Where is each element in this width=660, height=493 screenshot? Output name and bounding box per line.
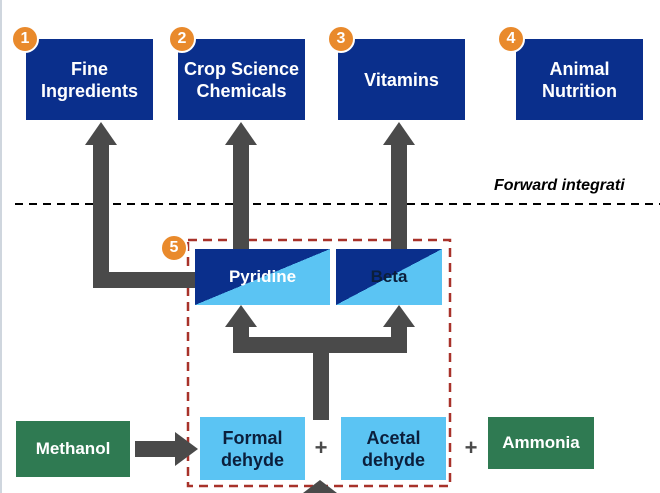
arrow-pyridine-to-fine-ingredients <box>85 122 197 288</box>
fine-ingredients-number-badge: 1 <box>11 25 39 53</box>
crop-science-number-badge: 2 <box>168 25 196 53</box>
vitamins-box: Vitamins <box>338 39 465 120</box>
arrow-beta-to-vitamins <box>383 122 415 249</box>
plus-operator-left: + <box>314 435 328 460</box>
vitamins-label: Vitamins <box>364 69 439 90</box>
forward-integration-label: Forward integrati <box>494 177 625 194</box>
fine-ingredients-box: Fine Ingredients <box>26 39 153 120</box>
pyridine-label: Pyridine <box>228 267 297 286</box>
arrow-pyridine-to-crop-science <box>225 122 257 249</box>
reactor-group-number-badge: 5 <box>160 234 188 262</box>
animal-nutrition-box: Animal Nutrition <box>516 39 643 120</box>
crop-science-label: Crop Science Chemicals <box>183 58 300 101</box>
ammonia-box: Ammonia <box>488 417 594 469</box>
acetaldehyde-box: Acetal dehyde <box>341 417 446 480</box>
fine-ingredients-label: Fine Ingredients <box>40 58 138 101</box>
animal-nutrition-number-badge: 4 <box>497 25 525 53</box>
beta-label: Beta <box>370 267 408 286</box>
acetaldehyde-label: Acetal dehyde <box>361 427 426 470</box>
formaldehyde-label: Formal dehyde <box>220 427 285 470</box>
methanol-label: Methanol <box>35 439 111 458</box>
arrow-aldehydes-to-pyridine-and-beta <box>225 305 415 420</box>
methanol-box: Methanol <box>16 421 130 477</box>
ammonia-label: Ammonia <box>502 433 580 452</box>
beta-box: Beta <box>336 249 442 305</box>
pyridine-box: Pyridine <box>195 249 330 305</box>
animal-nutrition-label: Animal Nutrition <box>542 58 617 101</box>
crop-science-box: Crop Science Chemicals <box>178 39 305 120</box>
left-edge-rule <box>0 0 2 493</box>
arrow-methanol-to-formaldehyde <box>135 432 198 466</box>
formaldehyde-box: Formal dehyde <box>200 417 305 480</box>
vitamins-number-badge: 3 <box>327 25 355 53</box>
plus-operator-right: + <box>464 435 478 460</box>
arrow-bottom-input <box>303 480 337 493</box>
